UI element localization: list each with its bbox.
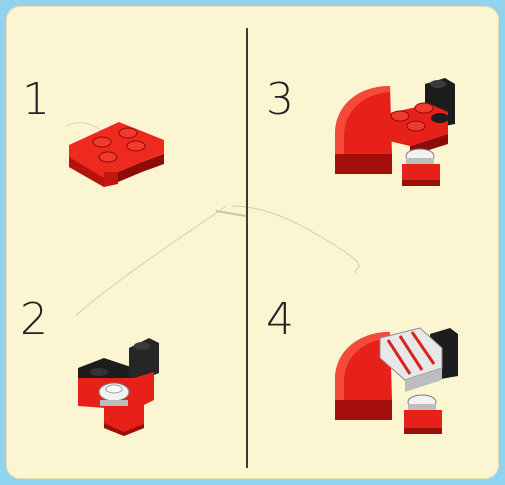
center-divider <box>246 28 248 468</box>
red-corner-plate-icon <box>64 112 174 202</box>
step-number-1: 1 <box>22 78 50 122</box>
plate-with-black-clip-and-round-icon <box>74 328 184 438</box>
instruction-panel: 1 2 3 4 <box>6 6 499 479</box>
arch-brick-assembly-icon <box>330 74 470 192</box>
arch-with-grille-assembly-icon <box>330 318 470 442</box>
step-number-2: 2 <box>20 298 48 342</box>
step-number-3: 3 <box>266 78 294 122</box>
step-number-4: 4 <box>266 298 294 342</box>
